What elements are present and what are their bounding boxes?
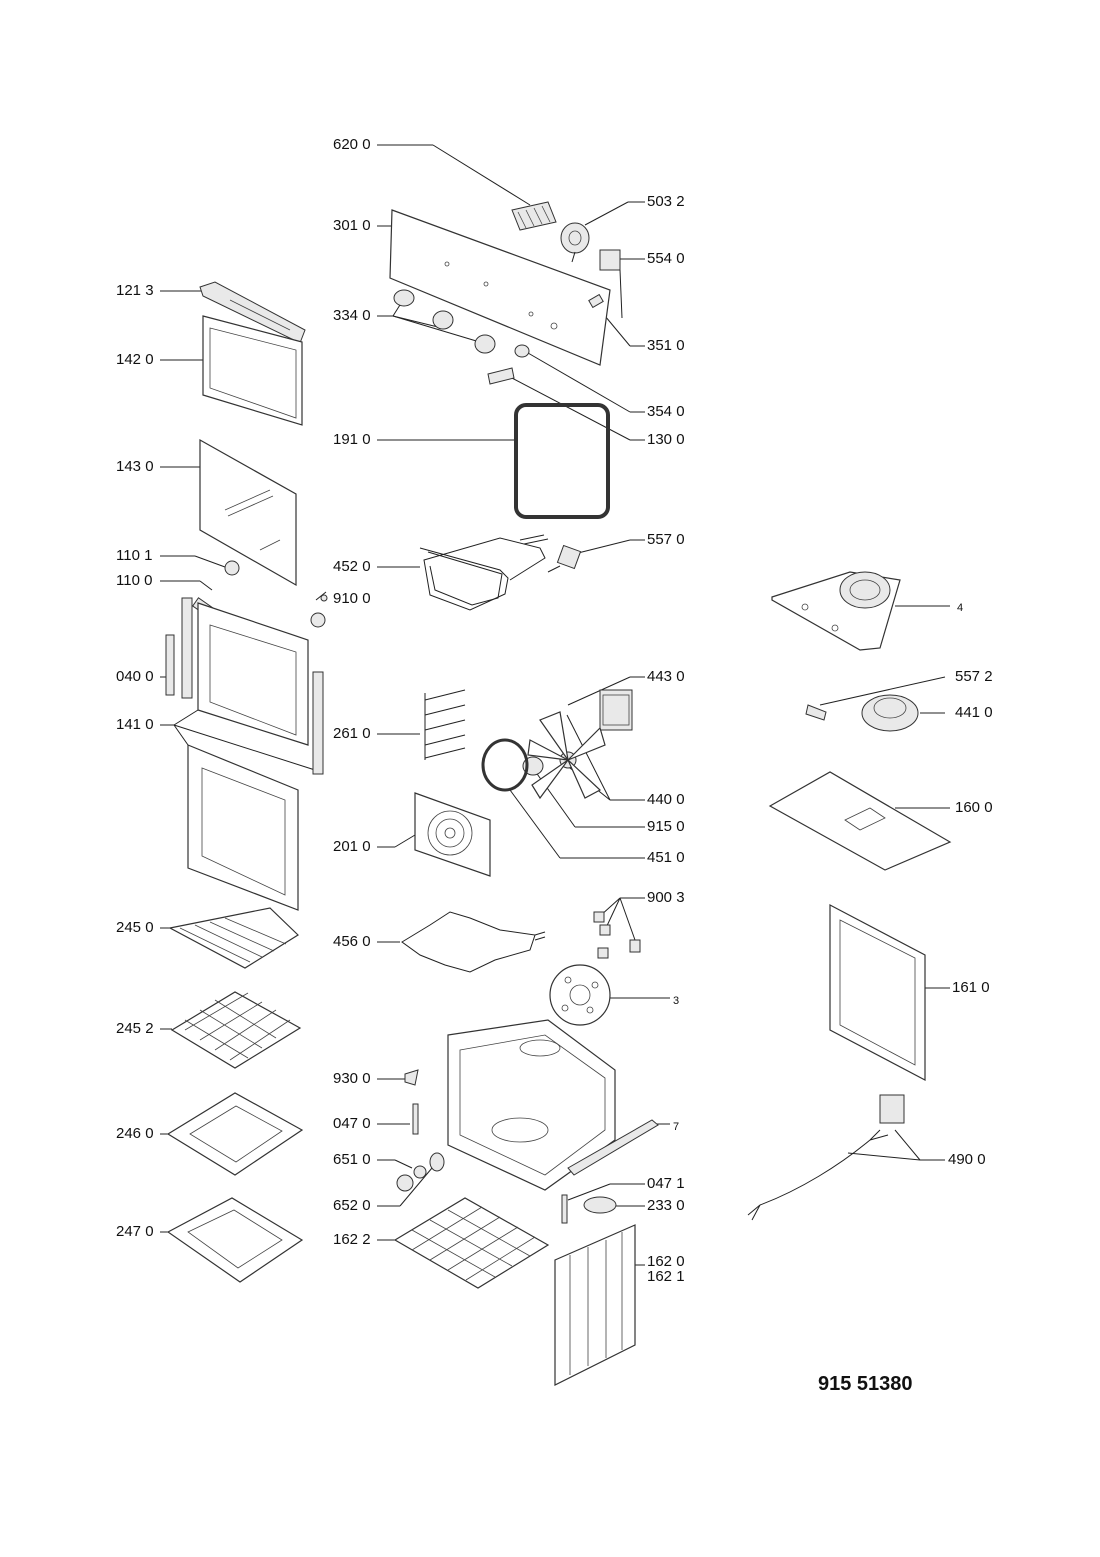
oven-cavity (447, 1019, 616, 1191)
part-label: 143 0 (116, 458, 154, 475)
back-panel-201 (414, 792, 491, 877)
sensor-557-2 (805, 704, 827, 721)
part-label: 047 1 (647, 1175, 685, 1192)
baking-tray-246 (166, 1092, 304, 1176)
part-label: 201 0 (333, 838, 371, 855)
side-rack-261 (424, 689, 466, 760)
clip-930 (404, 1069, 419, 1086)
part-label: 3 (673, 995, 680, 1007)
part-label: 161 0 (952, 979, 990, 996)
top-cover-160 (768, 771, 952, 871)
fan-cover-3 (549, 964, 611, 1026)
door-glass-142 (202, 315, 303, 426)
part-label: 160 0 (955, 799, 993, 816)
part-label: 191 0 (333, 431, 371, 448)
part-label: 354 0 (647, 403, 685, 420)
part-label: 440 0 (647, 791, 685, 808)
part-label: 452 0 (333, 558, 371, 575)
part-label: 930 0 (333, 1070, 371, 1087)
part-label: 110 1 (116, 547, 153, 564)
part-label: 162 1 (647, 1268, 685, 1285)
fan-motor-443 (599, 689, 633, 731)
control-panel-301 (389, 209, 611, 366)
fan-housing-4 (771, 571, 901, 651)
part-label: 162 2 (333, 1231, 371, 1248)
rail-7 (567, 1119, 659, 1176)
lamp-351 (588, 293, 604, 309)
part-label: 247 0 (116, 1223, 154, 1240)
part-label: 233 0 (647, 1197, 685, 1214)
part-label: 141 0 (116, 716, 154, 733)
knobs-334 (393, 289, 530, 358)
part-label: 900 3 (647, 889, 685, 906)
hinge-040 (165, 597, 193, 699)
part-label: 047 0 (333, 1115, 371, 1132)
hinge-cover-233 (583, 1196, 617, 1214)
wire-shelf-245-0 (168, 907, 299, 969)
part-label: 246 0 (116, 1125, 154, 1142)
part-label: 245 0 (116, 919, 154, 936)
thermostat-557 (547, 544, 582, 573)
part-label: 910 0 (333, 590, 371, 607)
part-label: 351 0 (647, 337, 685, 354)
side-grid-162-0 (554, 1224, 636, 1386)
terminal-block-620 (511, 201, 557, 231)
part-label: 651 0 (333, 1151, 371, 1168)
part-label: 503 2 (647, 193, 685, 210)
part-label: 441 0 (955, 704, 993, 721)
lamp-parts-651-652 (396, 1152, 445, 1192)
switch-554 (599, 249, 623, 319)
part-label: 490 0 (948, 1151, 986, 1168)
cable-490 (747, 1094, 905, 1221)
drip-tray-247 (166, 1197, 304, 1283)
part-label: 7 (673, 1121, 680, 1133)
part-label: 557 2 (955, 668, 993, 685)
clips-900 (593, 911, 641, 959)
part-label: 652 0 (333, 1197, 371, 1214)
part-label: 245 2 (116, 1020, 154, 1037)
gasket-191 (514, 403, 610, 519)
sensor-047-1 (561, 1194, 568, 1224)
grid-shelf-245-2 (170, 991, 302, 1069)
part-label: 130 0 (647, 431, 685, 448)
grill-element-452 (419, 534, 549, 611)
part-label: 121 3 (116, 282, 154, 299)
part-label: 620 0 (333, 136, 371, 153)
part-label: 261 0 (333, 725, 371, 742)
fan-441 (861, 694, 919, 732)
motor-503 (560, 222, 590, 263)
part-label: 334 0 (333, 307, 371, 324)
part-label: 162 0 (647, 1253, 685, 1270)
door-frame-141 (187, 602, 324, 911)
inner-glass-143 (199, 438, 297, 587)
document-number: 915 51380 (818, 1373, 913, 1395)
part-label: 040 0 (116, 668, 154, 685)
part-label: 915 0 (647, 818, 685, 835)
part-label: 301 0 (333, 217, 371, 234)
part-label: 554 0 (647, 250, 685, 267)
door-trim-121 (199, 281, 306, 344)
bottom-grid-162-2 (393, 1197, 550, 1289)
sensor-047-0 (412, 1103, 419, 1135)
part-label: 456 0 (333, 933, 371, 950)
part-label: 142 0 (116, 351, 154, 368)
element-ring-451 (481, 738, 529, 792)
leader-lines (160, 144, 950, 1266)
part-label: 443 0 (647, 668, 685, 685)
part-label: 557 0 (647, 531, 685, 548)
side-panel-161 (829, 904, 926, 1081)
fan-blade-440 (527, 711, 606, 800)
part-label: 110 0 (116, 572, 153, 589)
part-label: 451 0 (647, 849, 685, 866)
part-label: 4 (957, 602, 964, 614)
bottom-element-456 (401, 911, 546, 973)
bracket-130 (487, 367, 515, 385)
